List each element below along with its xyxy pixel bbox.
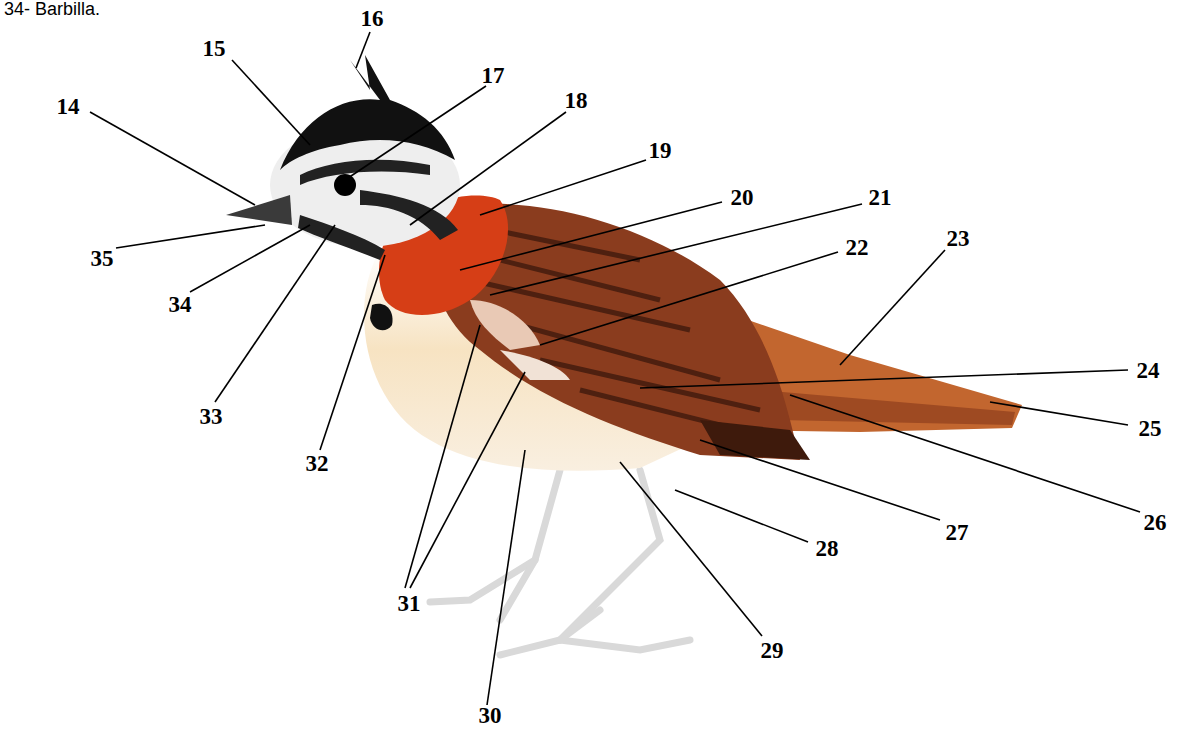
callout-number: 15 — [203, 37, 226, 60]
callout-number: 17 — [482, 64, 505, 87]
malar-stripe — [298, 215, 385, 260]
callout-number: 21 — [869, 186, 892, 209]
callout-number: 35 — [91, 247, 114, 270]
callout-number: 19 — [649, 139, 672, 162]
callout-number: 28 — [816, 537, 839, 560]
callout-number: 34 — [169, 293, 192, 316]
tail-shade — [760, 390, 1015, 425]
callout-number: 27 — [946, 521, 969, 544]
callout-number: 26 — [1144, 511, 1167, 534]
callout-number: 24 — [1137, 359, 1160, 382]
throat-spot — [370, 304, 393, 331]
cheek-stripe — [360, 190, 458, 240]
bird-eye — [334, 174, 356, 196]
bird-legs — [430, 470, 690, 655]
callout-number: 18 — [565, 89, 588, 112]
callout-number: 32 — [306, 452, 329, 475]
callout-number: 14 — [57, 95, 80, 118]
wing-bar — [470, 300, 540, 350]
callout-number: 33 — [200, 405, 223, 428]
head-crest — [280, 55, 455, 170]
callout-number: 31 — [398, 592, 421, 615]
wing-bar — [500, 350, 570, 380]
head-stripe — [300, 160, 430, 185]
callout-number: 20 — [731, 186, 754, 209]
leader-lines — [90, 32, 1140, 705]
callout-number: 23 — [947, 227, 970, 250]
bird-beak — [226, 195, 292, 225]
caption-text: 34- Barbilla. — [4, 0, 100, 18]
callout-number: 16 — [361, 7, 384, 30]
callout-number: 25 — [1139, 417, 1162, 440]
callout-number: 30 — [479, 704, 502, 727]
callout-number: 29 — [761, 639, 784, 662]
callout-number: 22 — [846, 236, 869, 259]
wing-tip — [700, 420, 810, 460]
